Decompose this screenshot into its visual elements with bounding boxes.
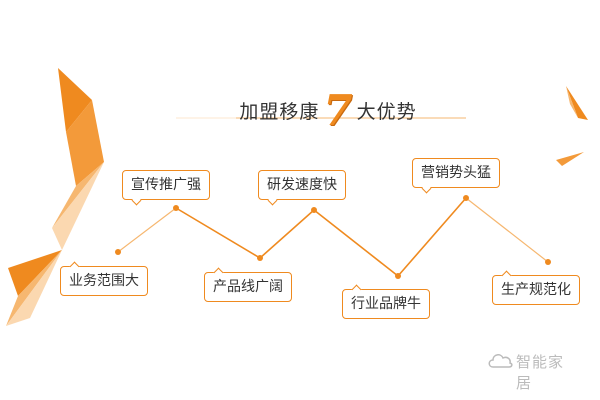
cloud-logo-icon — [488, 354, 513, 368]
decorative-ribbon-right — [556, 86, 588, 166]
node-dot-3 — [257, 255, 263, 261]
node-label-7: 生产规范化 — [492, 275, 580, 305]
title-suffix: 大优势 — [356, 101, 417, 123]
watermark: 智能家居 — [486, 346, 578, 392]
decorative-ribbon-left — [6, 68, 104, 326]
node-label-3: 产品线广阔 — [204, 272, 292, 302]
title-prefix: 加盟移康 — [239, 101, 320, 123]
node-dot-5 — [395, 273, 401, 279]
node-label-1: 业务范围大 — [60, 266, 148, 296]
node-dot-6 — [463, 195, 469, 201]
node-dot-2 — [173, 205, 179, 211]
node-label-4: 研发速度快 — [258, 170, 346, 200]
node-dot-7 — [545, 259, 551, 265]
node-label-6: 营销势头猛 — [412, 158, 500, 188]
connector-lines — [117, 197, 549, 277]
node-label-5: 行业品牌牛 — [342, 289, 430, 319]
node-dot-1 — [115, 249, 121, 255]
node-label-2: 宣传推广强 — [122, 170, 210, 200]
title-number: 7 — [323, 86, 353, 135]
node-dot-4 — [311, 207, 317, 213]
watermark-text: 智能家居 — [516, 353, 565, 392]
